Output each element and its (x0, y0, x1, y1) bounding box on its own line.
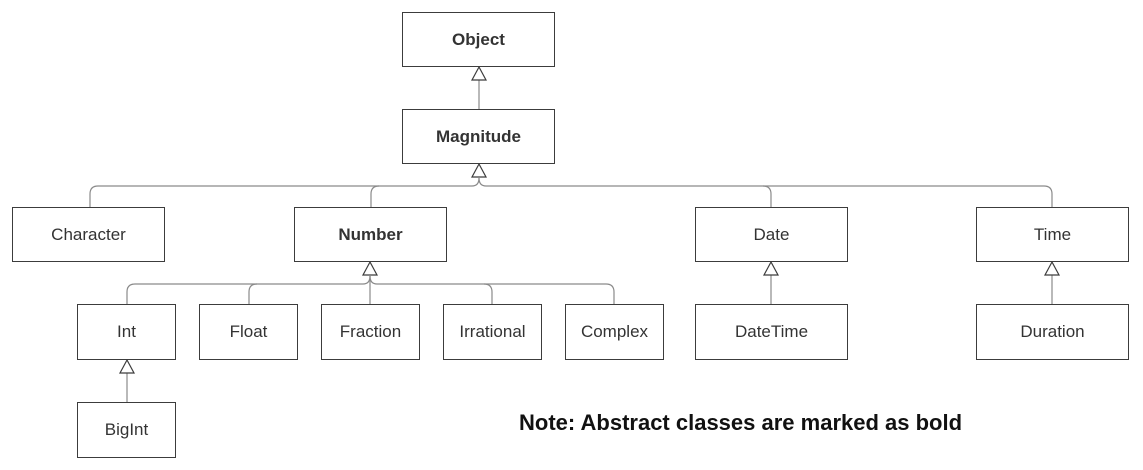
class-magnitude-label: Magnitude (436, 126, 521, 146)
class-irrational: Irrational (443, 304, 542, 360)
class-magnitude: Magnitude (402, 109, 555, 164)
inheritance-arrow-time (1043, 260, 1061, 276)
inheritance-arrow-int (118, 358, 136, 374)
inheritance-arrow-object (470, 65, 488, 81)
class-character-label: Character (51, 224, 126, 244)
class-float-label: Float (229, 322, 268, 341)
legend-note: Note: Abstract classes are marked as bol… (519, 410, 963, 435)
class-character: Character (12, 207, 165, 262)
class-duration: Duration (976, 304, 1129, 360)
class-number-label: Number (338, 224, 403, 244)
class-float: Float (199, 304, 298, 360)
class-date-label: Date (753, 224, 790, 244)
inheritance-arrow-magnitude (470, 162, 488, 178)
class-bigint-label: BigInt (104, 420, 149, 439)
class-fraction: Fraction (321, 304, 420, 360)
class-complex-label: Complex (580, 322, 649, 341)
class-object-label: Object (452, 29, 505, 49)
inheritance-arrow-date (762, 260, 780, 276)
class-bigint: BigInt (77, 402, 176, 458)
class-datetime: DateTime (695, 304, 848, 360)
class-time: Time (976, 207, 1129, 262)
class-fraction-label: Fraction (339, 322, 402, 341)
class-int-label: Int (117, 322, 136, 341)
class-duration-label: Duration (1020, 322, 1085, 341)
class-time-label: Time (1033, 224, 1072, 244)
class-complex: Complex (565, 304, 664, 360)
class-int: Int (77, 304, 176, 360)
class-object: Object (402, 12, 555, 67)
class-datetime-label: DateTime (734, 322, 809, 341)
class-number: Number (294, 207, 447, 262)
class-irrational-label: Irrational (459, 322, 526, 341)
class-date: Date (695, 207, 848, 262)
inheritance-arrow-number (361, 260, 379, 276)
